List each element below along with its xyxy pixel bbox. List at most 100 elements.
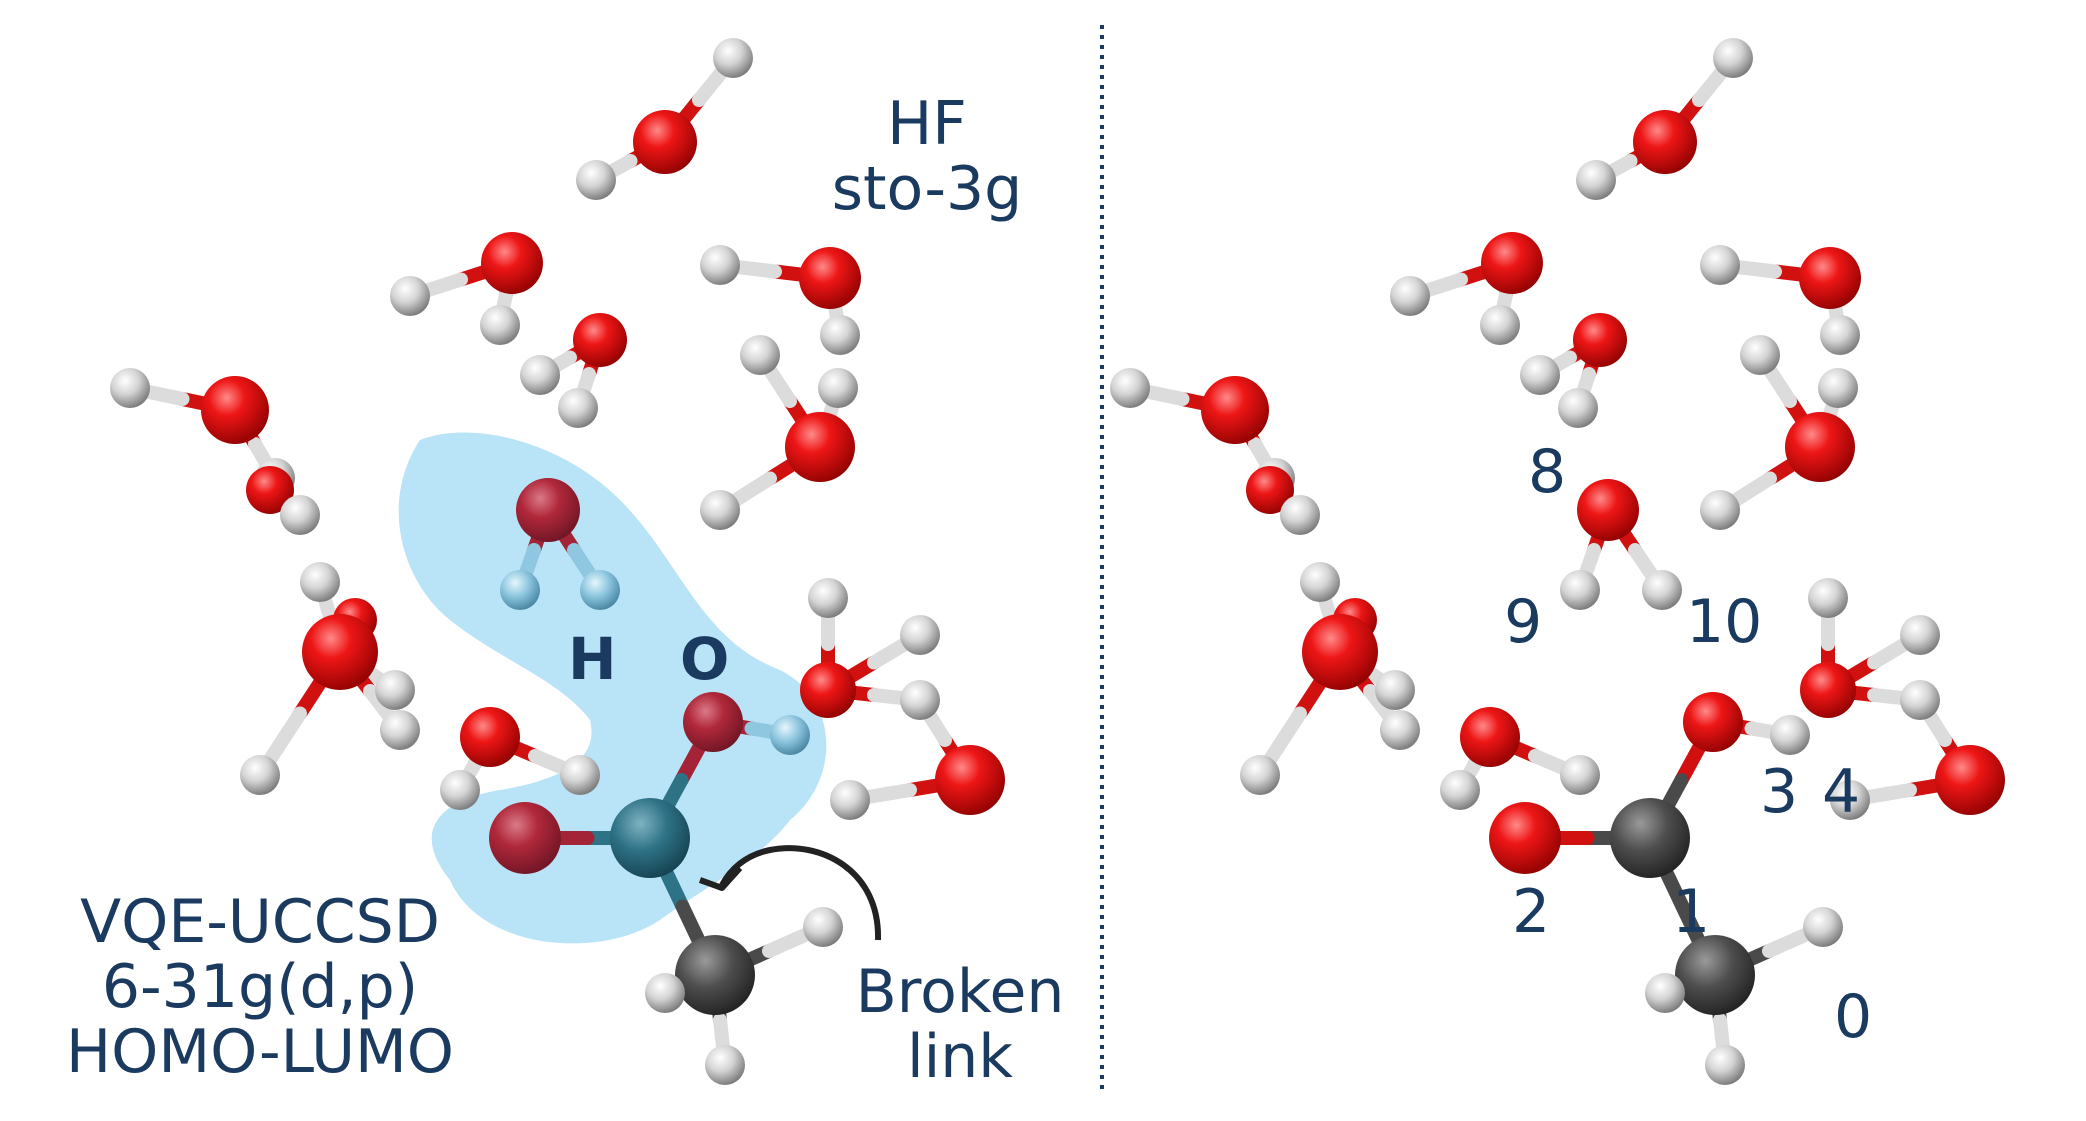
left-hydrogen-atom <box>558 388 598 428</box>
right-oxygen-atom <box>1799 247 1861 309</box>
method-bottom-line1: VQE-UCCSD <box>80 887 440 957</box>
right-hydrogen-atom <box>1558 388 1598 428</box>
left-hydrogen-atom <box>700 245 740 285</box>
right-oxygen-atom <box>1683 692 1743 752</box>
left-hydrogen-atom <box>560 755 600 795</box>
left-hydrogen-atom <box>820 315 860 355</box>
right-hydrogen-atom <box>1440 770 1480 810</box>
left-carbon-atom <box>675 935 755 1015</box>
left-oxygen-atom <box>799 247 861 309</box>
right-oxygen-atom <box>1460 707 1520 767</box>
left-active-oxygen-atom <box>683 692 743 752</box>
atom-index-4: 4 <box>1822 757 1861 827</box>
right-oxygen-atom <box>1246 466 1294 514</box>
left-oxygen-atom <box>302 614 378 690</box>
left-hydrogen-atom <box>480 305 520 345</box>
left-hydrogen-atom <box>900 615 940 655</box>
region-label-o: O <box>680 625 730 693</box>
left-hydrogen-atom <box>110 368 150 408</box>
left-hydrogen-atom <box>808 578 848 618</box>
right-oxygen-atom <box>1785 412 1855 482</box>
right-hydrogen-atom <box>1770 715 1810 755</box>
atom-index-3: 3 <box>1760 757 1799 827</box>
right-hydrogen-atom <box>1240 755 1280 795</box>
right-hydrogen-atom <box>1280 495 1320 535</box>
left-oxygen-atom <box>633 110 697 174</box>
right-carbon-atom <box>1675 935 1755 1015</box>
atom-index-10: 10 <box>1686 587 1763 657</box>
left-hydrogen-atom <box>300 562 340 602</box>
method-top-line2: sto-3g <box>831 153 1023 224</box>
right-carbon-atom <box>1610 798 1690 878</box>
atom-index-1: 1 <box>1672 877 1711 947</box>
right-hydrogen-atom <box>1110 368 1150 408</box>
right-hydrogen-atom <box>1900 680 1940 720</box>
left-hydrogen-atom <box>576 160 616 200</box>
atom-layer <box>110 38 2005 1085</box>
left-active-oxygen-atom <box>489 802 561 874</box>
right-oxygen-atom <box>1302 614 1378 690</box>
right-hydrogen-atom <box>1818 368 1858 408</box>
left-hydrogen-atom <box>740 335 780 375</box>
right-hydrogen-atom <box>1645 973 1685 1013</box>
right-hydrogen-atom <box>1375 670 1415 710</box>
broken-link-arrowhead <box>698 865 743 891</box>
right-hydrogen-atom <box>1808 578 1848 618</box>
left-hydrogen-atom <box>440 770 480 810</box>
broken-link-arrow <box>719 845 882 941</box>
right-hydrogen-atom <box>1390 276 1430 316</box>
atom-index-2: 2 <box>1512 877 1551 947</box>
right-oxygen-atom <box>1201 376 1269 444</box>
left-oxygen-atom <box>785 412 855 482</box>
method-top-label: HF sto-3g <box>812 92 1042 222</box>
left-hydrogen-atom <box>280 495 320 535</box>
right-oxygen-atom <box>1481 232 1543 294</box>
right-hydrogen-atom <box>1705 1045 1745 1085</box>
left-hydrogen-atom <box>240 755 280 795</box>
left-hydrogen-atom <box>830 780 870 820</box>
left-hydrogen-atom <box>700 490 740 530</box>
method-bottom-line3: HOMO-LUMO <box>65 1016 454 1087</box>
left-oxygen-atom <box>201 376 269 444</box>
left-hydrogen-atom <box>390 276 430 316</box>
broken-link-line1: Broken <box>855 957 1065 1027</box>
right-hydrogen-atom <box>1740 335 1780 375</box>
right-hydrogen-atom <box>1520 355 1560 395</box>
region-label-h: H <box>568 625 617 693</box>
right-oxygen-atom <box>1489 802 1561 874</box>
left-hydrogen-atom <box>803 907 843 947</box>
right-oxygen-atom <box>1935 745 2005 815</box>
broken-link-label: Broken link <box>830 960 1090 1090</box>
left-oxygen-atom <box>481 232 543 294</box>
left-active-hydrogen-atom <box>580 570 620 610</box>
left-hydrogen-atom <box>900 680 940 720</box>
broken-link-line2: link <box>906 1021 1014 1092</box>
right-hydrogen-atom <box>1900 615 1940 655</box>
right-oxygen-atom <box>1577 479 1639 541</box>
left-hydrogen-atom <box>818 368 858 408</box>
right-hydrogen-atom <box>1576 160 1616 200</box>
right-hydrogen-atom <box>1300 562 1340 602</box>
left-hydrogen-atom <box>375 670 415 710</box>
left-hydrogen-atom <box>520 355 560 395</box>
method-bottom-label: VQE-UCCSD 6-31g(d,p) HOMO-LUMO <box>20 890 500 1084</box>
right-hydrogen-atom <box>1480 305 1520 345</box>
left-hydrogen-atom <box>645 973 685 1013</box>
right-hydrogen-atom <box>1713 38 1753 78</box>
left-oxygen-atom <box>573 313 627 367</box>
right-hydrogen-atom <box>1560 570 1600 610</box>
right-hydrogen-atom <box>1700 245 1740 285</box>
left-hydrogen-atom <box>705 1045 745 1085</box>
left-active-oxygen-atom <box>516 478 580 542</box>
atom-index-9: 9 <box>1504 587 1543 657</box>
method-top-line1: HF <box>887 89 967 159</box>
method-bottom-line2: 6-31g(d,p) <box>101 951 419 1022</box>
right-hydrogen-atom <box>1803 907 1843 947</box>
left-oxygen-atom <box>800 662 856 718</box>
left-oxygen-atom <box>460 707 520 767</box>
right-hydrogen-atom <box>1380 710 1420 750</box>
left-active-hydrogen-atom <box>770 715 810 755</box>
right-oxygen-atom <box>1633 110 1697 174</box>
atom-index-0: 0 <box>1834 982 1873 1052</box>
